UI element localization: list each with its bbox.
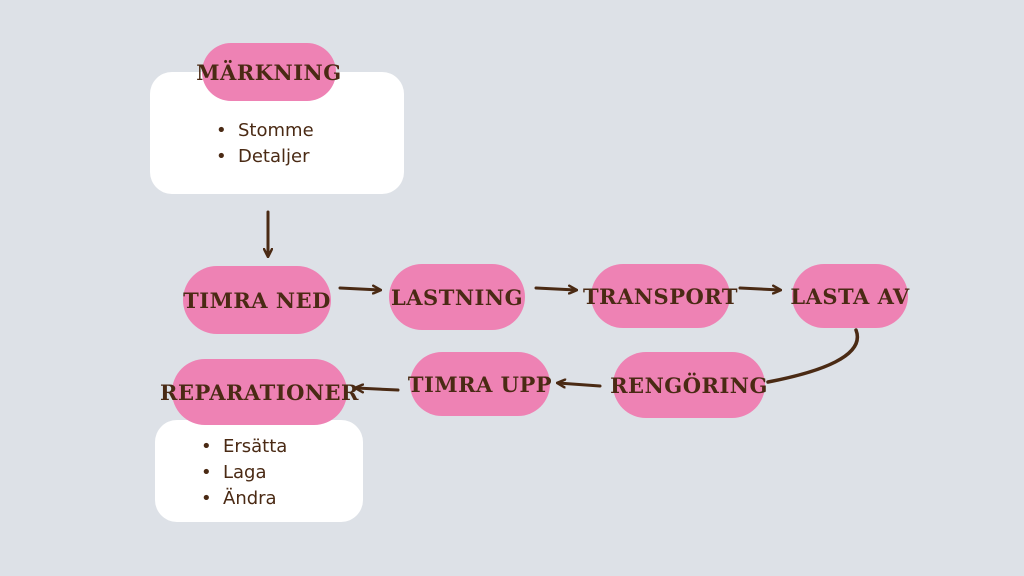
node-transport: TRANSPORT [583, 264, 738, 328]
arrow-lastning-to-transport [534, 288, 576, 290]
arrow-transport-to-lasta-av [738, 288, 780, 290]
markning-list: Stomme Detaljer [216, 118, 314, 170]
reparationer-list: Ersätta Laga Ändra [201, 434, 287, 512]
arrow-timra-upp-to-reparationer [356, 388, 400, 390]
node-lasta-av: LASTA AV [790, 264, 909, 328]
arrow-rengoring-to-timra-upp [558, 383, 602, 386]
node-markning: MÄRKNING [196, 43, 341, 101]
node-rengoring: RENGÖRING [610, 352, 767, 418]
list-item: Ändra [201, 486, 287, 512]
node-reparationer: REPARATIONER [160, 359, 359, 425]
node-timra-ned: TIMRA NED [183, 266, 331, 334]
list-item: Detaljer [216, 144, 314, 170]
curve-lasta-av-to-rengoring [766, 328, 860, 384]
arrow-timra-ned-to-lastning [338, 288, 380, 290]
node-lastning: LASTNING [389, 264, 525, 330]
list-item: Laga [201, 460, 287, 486]
node-timra-upp: TIMRA UPP [408, 352, 552, 416]
list-item: Stomme [216, 118, 314, 144]
list-item: Ersätta [201, 434, 287, 460]
